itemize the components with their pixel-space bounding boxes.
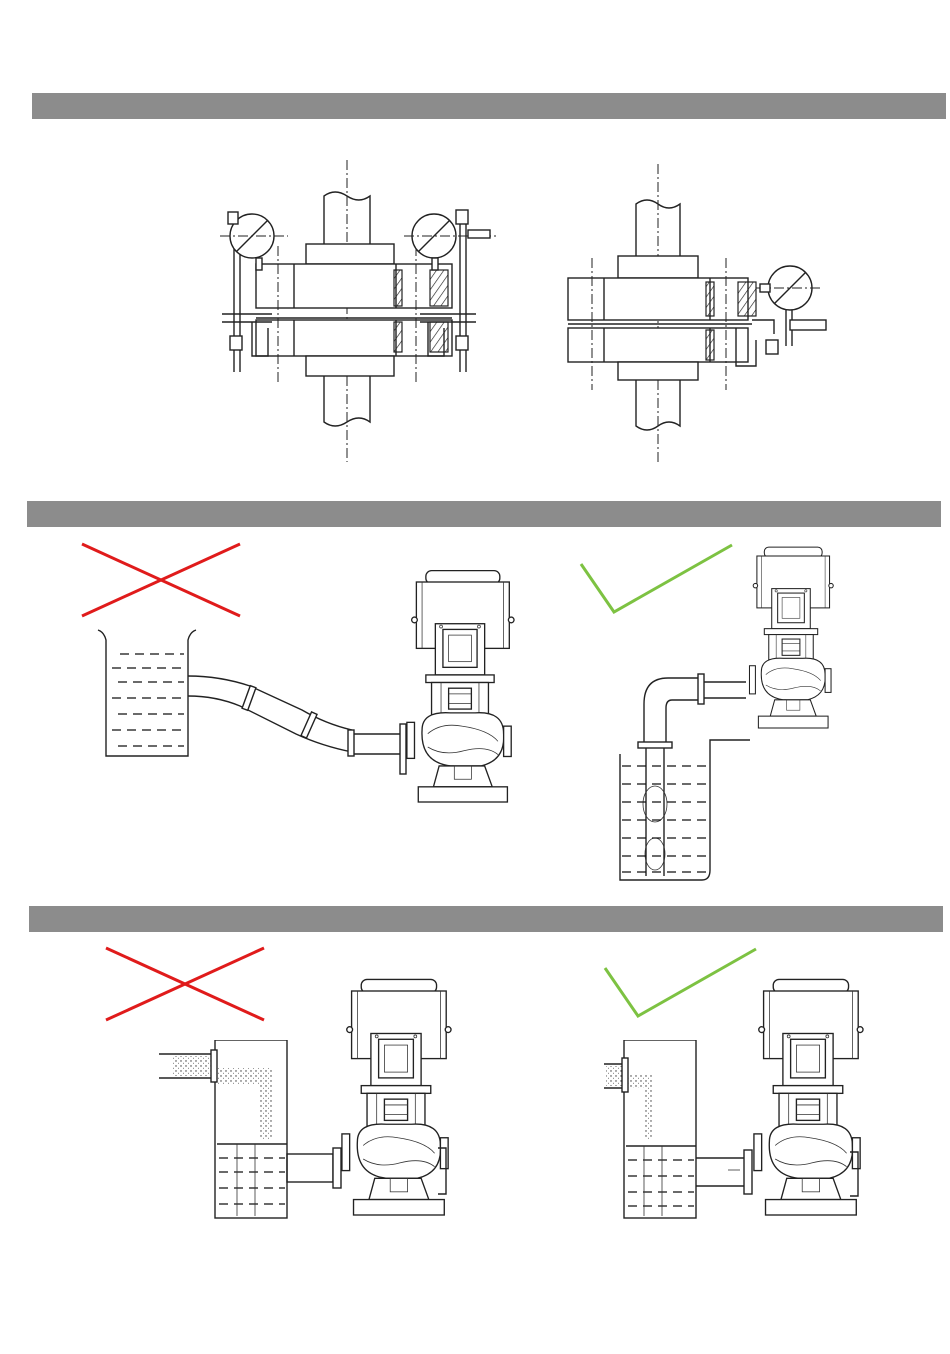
inlet-right	[600, 1040, 760, 1230]
green-check-icon	[602, 946, 762, 1022]
tank-submerged-inlet-diagram	[600, 1040, 760, 1230]
coupling-alignment-right	[560, 160, 840, 470]
bracket-mark	[436, 1146, 450, 1196]
pump-unit-right-1	[748, 534, 834, 750]
tank-vertical-suction-diagram	[610, 670, 750, 890]
inlet-wrong	[155, 1040, 355, 1230]
bracket-mark	[848, 1150, 862, 1198]
pump-unit-wrong-2	[340, 955, 452, 1251]
pump-unit-wrong-1	[405, 562, 515, 822]
pump-unit-right-2	[752, 955, 864, 1251]
red-cross-icon	[104, 946, 268, 1022]
coupling-dial-gauges-diagram	[220, 150, 540, 470]
tank-inlet-aeration-diagram	[155, 1040, 355, 1230]
coupling-alignment-left	[220, 150, 540, 470]
section-header-bar-3	[29, 906, 943, 932]
coupling-single-gauge-diagram	[560, 160, 840, 470]
section-header-bar-2	[27, 501, 941, 527]
section-header-bar-1	[32, 93, 946, 119]
suction-pipe-right	[610, 670, 750, 890]
green-check-icon	[578, 542, 738, 618]
